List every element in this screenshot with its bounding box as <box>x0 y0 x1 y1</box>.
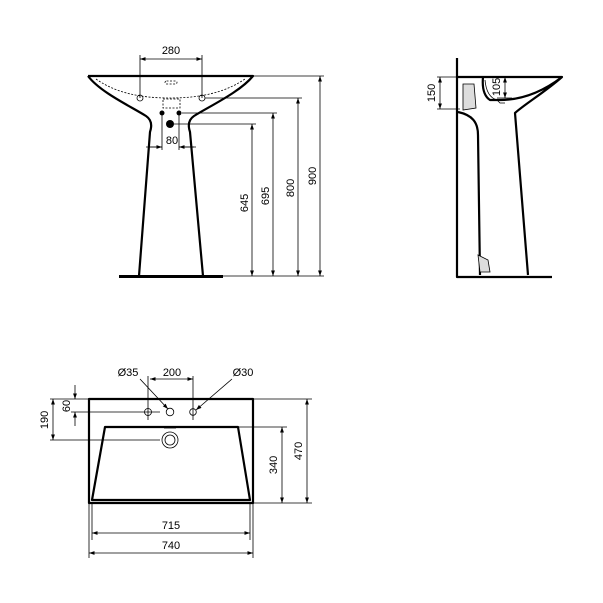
front-view: 280 80 645 695 800 900 <box>87 45 324 278</box>
dim-label-105: 105 <box>491 78 503 96</box>
side-view: 150 105 <box>426 58 564 279</box>
plan-view: 200 Ø35 Ø30 60 190 340 470 715 740 <box>39 367 312 558</box>
side-profile <box>457 75 564 276</box>
basin-bowl-hidden <box>95 78 246 99</box>
dim-label-715: 715 <box>162 520 180 532</box>
dim-label-340: 340 <box>268 456 280 474</box>
dim-label-dia30: Ø30 <box>233 367 254 379</box>
overflow-slot <box>164 80 178 85</box>
leader-dia35 <box>139 378 169 410</box>
basin-outline <box>87 74 255 277</box>
dim-label-800: 800 <box>285 179 297 197</box>
dim-label-150: 150 <box>426 84 438 102</box>
waste-outlet <box>166 120 174 128</box>
basin-outline-top <box>87 397 255 505</box>
pedestal-foot <box>477 254 491 273</box>
trap-cover <box>462 83 477 111</box>
dim-label-740: 740 <box>162 540 180 552</box>
floor-base <box>119 275 223 278</box>
hole-center <box>165 407 175 417</box>
dim-label-190: 190 <box>39 411 51 429</box>
dim-label-280: 280 <box>162 45 180 57</box>
leader-dia30 <box>195 378 233 411</box>
dim-label-695: 695 <box>260 187 272 205</box>
dim-label-470: 470 <box>293 442 305 460</box>
wall-line <box>455 58 552 279</box>
dim-label-645: 645 <box>239 194 251 212</box>
dim-label-60: 60 <box>61 400 73 412</box>
dim-label-dia35: Ø35 <box>118 367 139 379</box>
dim-label-200: 200 <box>163 367 181 379</box>
dim-label-80: 80 <box>166 135 178 147</box>
waste-hidden <box>162 98 181 109</box>
drain <box>161 431 179 449</box>
dim-label-900: 900 <box>307 167 319 185</box>
bowl-outline <box>90 425 252 502</box>
